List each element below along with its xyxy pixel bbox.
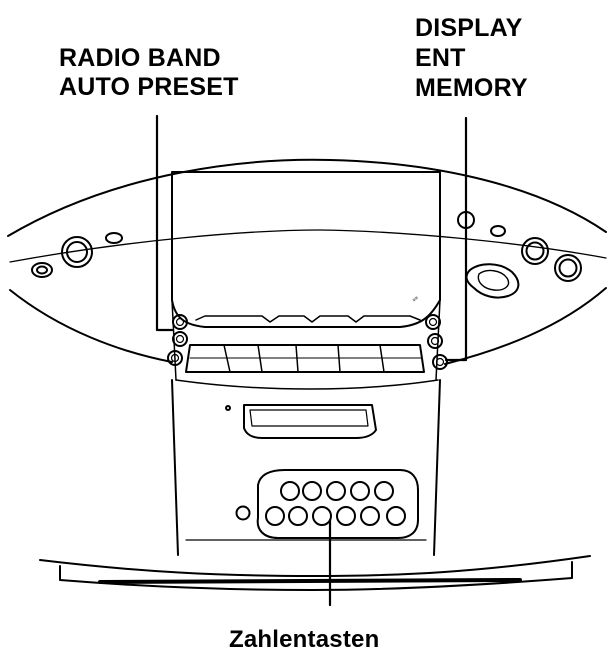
cassette-window xyxy=(243,404,377,439)
callout-radio-band: RADIO BAND xyxy=(59,44,221,72)
callout-auto-preset: AUTO PRESET xyxy=(59,73,239,101)
base xyxy=(39,555,591,577)
lower-housing xyxy=(171,379,441,556)
transport-keys xyxy=(185,344,425,373)
callout-memory: MEMORY xyxy=(415,74,528,102)
ent-button xyxy=(427,333,443,349)
leader-right xyxy=(444,116,468,362)
left-round-control xyxy=(31,262,53,278)
callout-right: DISPLAY ENT MEMORY xyxy=(415,13,528,103)
callout-left: RADIO BAND AUTO PRESET xyxy=(59,44,239,102)
memory-button xyxy=(432,354,448,370)
radio-band-button xyxy=(172,314,188,330)
auto-preset-button xyxy=(172,331,188,347)
callout-display: DISPLAY xyxy=(415,14,523,42)
top-keys xyxy=(195,315,421,323)
body-inner-arc xyxy=(9,229,607,263)
right-knob-1 xyxy=(521,237,549,265)
display-button xyxy=(425,314,441,330)
callout-ent: ENT xyxy=(415,44,466,72)
jog-dial xyxy=(465,263,520,299)
body-left-curve xyxy=(9,289,173,363)
num-key xyxy=(280,481,300,501)
left-knob-outer xyxy=(61,236,93,268)
cd-lid xyxy=(171,171,441,328)
keypad-enclosure xyxy=(256,469,419,539)
body-top-arc xyxy=(7,158,607,237)
body-right-curve xyxy=(444,287,607,365)
right-knob-2 xyxy=(554,254,582,282)
svg-text:≡≡: ≡≡ xyxy=(411,295,419,303)
leader-left xyxy=(155,114,174,332)
left-small-button xyxy=(105,232,123,244)
callout-zahlentasten: Zahlentasten xyxy=(229,626,380,653)
